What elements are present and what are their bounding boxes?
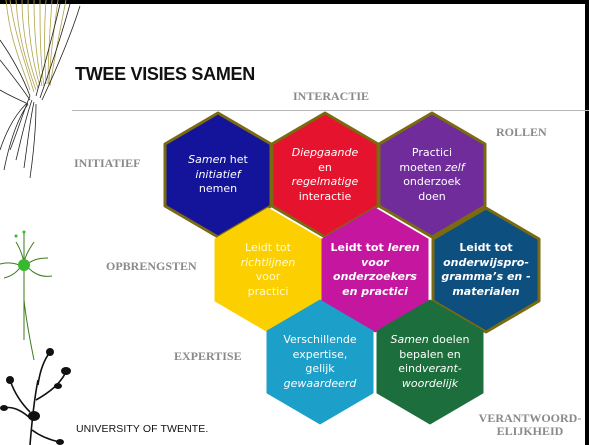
axis-label-verantwoordelijkheid-line2: ELIJKHEID [496,424,564,438]
axis-label-rollen: ROLLEN [496,125,547,139]
title-underline [72,110,589,111]
hexagon-onderwijsprogramma [431,206,541,334]
axis-label-interactie: INTERACTIE [293,89,370,103]
slide-frame-right [585,0,589,445]
hexagon-leren [321,207,429,333]
axis-label-initiatief: INITIATIEF [74,156,141,170]
slide-title: TWEE VISIES SAMEN [75,64,255,84]
slide-frame-top [0,0,589,4]
university-logo-text: UNIVERSITY OF TWENTE. [76,423,209,435]
hexagon-verantwoordelijkheid [376,299,484,425]
axis-label-verantwoordelijkheid-line1: VERANTWOORD- [478,411,582,425]
hexagon-expertise [266,299,374,425]
hexagon-rollen [377,111,487,239]
axis-label-opbrengsten: OPBRENGSTEN [106,259,197,273]
neuron-decoration [0,0,81,445]
axis-label-verantwoordelijkheid: VERANTWOORD- ELIJKHEID [470,412,589,438]
axis-label-expertise: EXPERTISE [174,349,242,363]
